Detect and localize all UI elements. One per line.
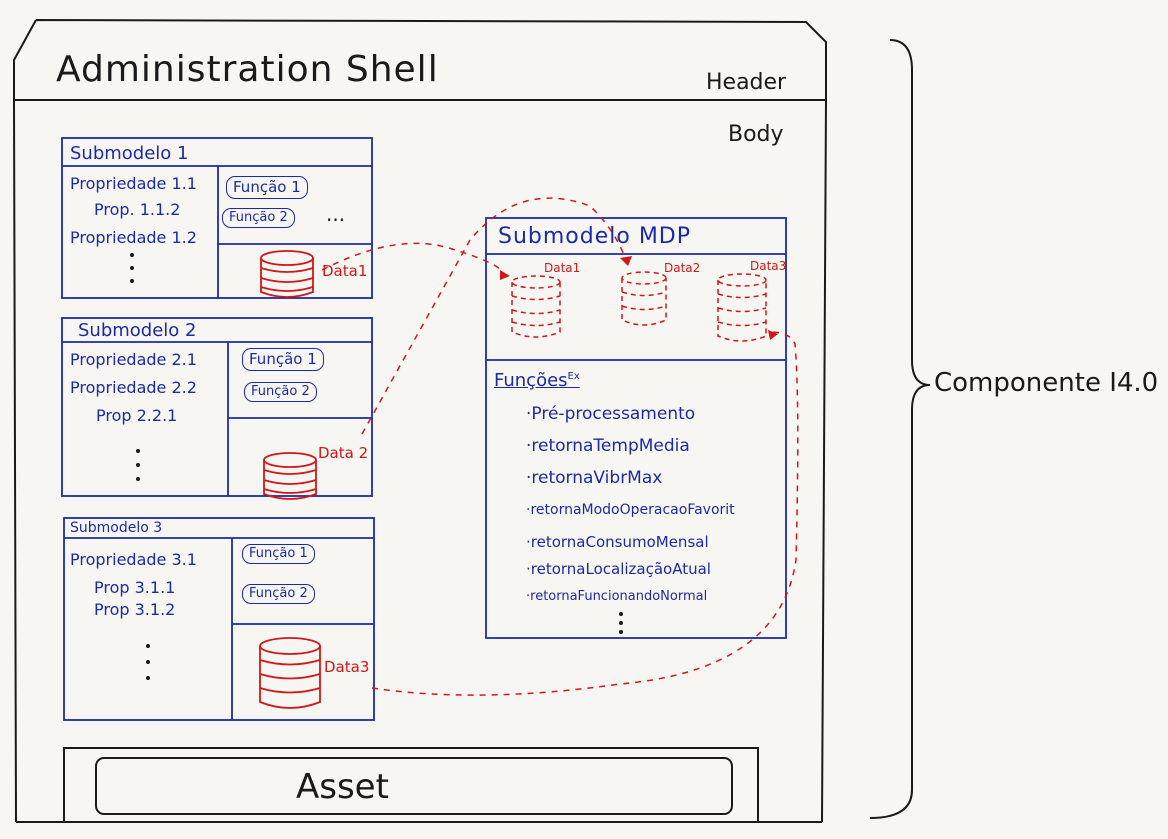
submodel-mdp-box — [485, 217, 787, 639]
mdp-data-label: Data3 — [750, 259, 787, 273]
mdp-title: Submodelo MDP — [498, 224, 692, 249]
mdp-data-label: Data1 — [544, 261, 581, 275]
submodel-1-box — [61, 137, 373, 299]
shell-frame — [13, 19, 827, 823]
database-icon — [621, 271, 667, 326]
connector-arrows — [321, 197, 799, 696]
component-brace — [869, 39, 931, 819]
asset-box — [95, 757, 733, 815]
database-icon — [511, 275, 561, 338]
asset-label: Asset — [296, 767, 389, 807]
data-label: Data 2 — [318, 444, 369, 462]
submodel-title: Submodelo 3 — [70, 520, 163, 536]
functions-superscript: Ex — [567, 371, 580, 382]
shell-title: Administration Shell — [56, 49, 439, 90]
property-label: Propriedade 1.1 — [70, 174, 197, 193]
function-box: Função 2 — [242, 584, 315, 605]
submodel-2-box — [61, 317, 373, 497]
property-label: Propriedade 1.2 — [70, 228, 197, 247]
database-icon — [260, 250, 314, 298]
function-box: Função 1 — [242, 544, 315, 565]
ellipsis-dots — [130, 253, 623, 680]
more-ellipsis: ... — [326, 202, 346, 226]
mdp-function-item: ·retornaConsumoMensal — [526, 533, 709, 551]
asset-frame — [63, 747, 759, 822]
property-label: Prop 3.1.1 — [94, 578, 176, 597]
data-label: Data1 — [322, 262, 368, 280]
mdp-function-item: ·Pré-processamento — [526, 404, 696, 424]
property-label: Propriedade 3.1 — [70, 550, 197, 569]
function-box: Função 2 — [244, 382, 317, 403]
function-box: Função 2 — [222, 208, 295, 229]
property-label: Prop. 1.1.2 — [94, 200, 181, 219]
header-label: Header — [706, 70, 787, 95]
submodel-3-box — [63, 517, 375, 721]
property-label: Propriedade 2.2 — [70, 378, 197, 397]
property-label: Prop 3.1.2 — [94, 600, 176, 619]
component-label: Componente I4.0 — [934, 368, 1159, 398]
data-label: Data3 — [324, 658, 370, 676]
function-box: Função 1 — [242, 348, 324, 371]
arrow-heads — [500, 256, 778, 340]
database-icon — [717, 273, 767, 342]
mdp-data-label: Data2 — [664, 261, 701, 275]
functions-title: FunçõesEx — [494, 370, 580, 391]
mdp-function-item: ·retornaTempMedia — [526, 436, 690, 456]
mdp-function-item: ·retornaVibrMax — [526, 468, 663, 488]
property-label: Prop 2.2.1 — [96, 406, 178, 425]
database-icon — [263, 452, 317, 500]
mdp-function-item: ·retornaLocalizaçãoAtual — [526, 560, 711, 578]
function-box: Função 1 — [226, 176, 308, 199]
database-icon — [259, 637, 321, 709]
submodel-title: Submodelo 1 — [70, 143, 189, 164]
mdp-function-item: ·retornaModoOperacaoFavorit — [526, 502, 735, 518]
submodel-title: Submodelo 2 — [78, 320, 197, 341]
property-label: Propriedade 2.1 — [70, 350, 197, 369]
body-label: Body — [728, 122, 784, 147]
mdp-function-item: ·retornaFuncionandoNormal — [526, 589, 708, 604]
